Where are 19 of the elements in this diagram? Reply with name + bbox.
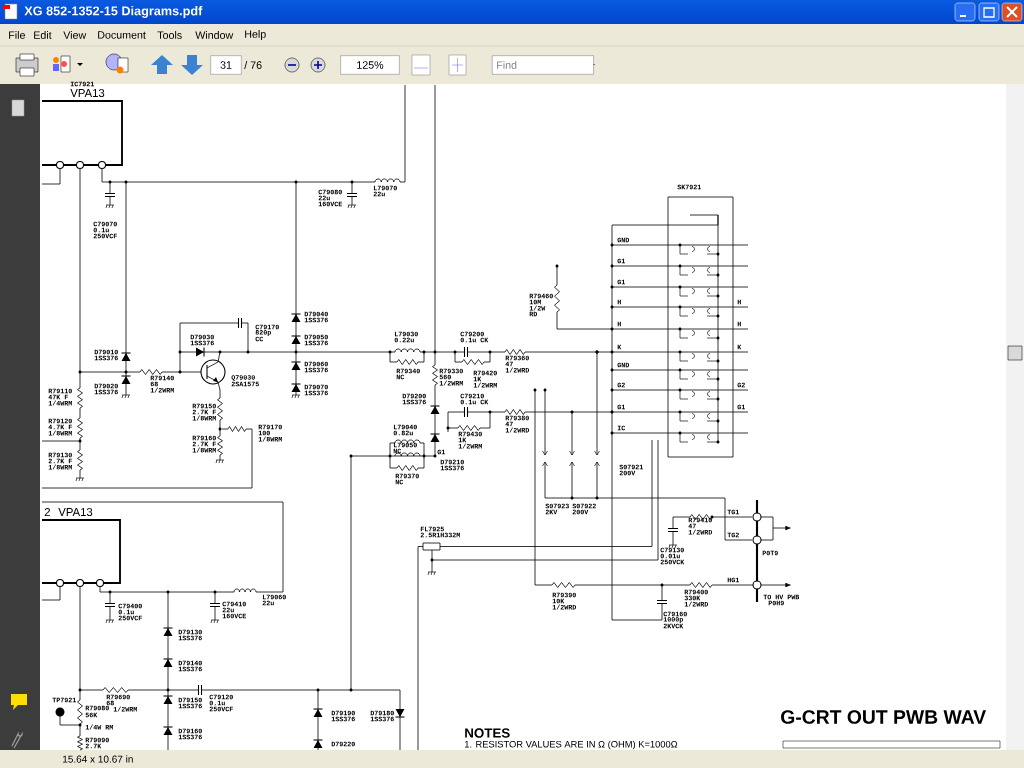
page-number-field: 31 [210, 55, 242, 75]
search-field: Find [492, 55, 594, 75]
menu-item: Edit [34, 31, 52, 39]
page-count-text: / 76 [244, 61, 262, 69]
notes-heading: NOTES [465, 728, 510, 738]
page-heading: G-CRT OUT PWB WAV [781, 710, 986, 724]
window-title: XG 852-1352-15 Diagrams.pdf [24, 6, 203, 18]
note-text: 1. RESISTOR VALUES ARE IN Ω (OHM) K=1000Ω [465, 740, 678, 750]
menu-item: File [9, 31, 25, 39]
menu-item: Help [245, 30, 266, 40]
status-text: 15.64 x 10.67 in [63, 755, 133, 763]
ic-label: VPA13 [70, 89, 105, 97]
zoom-field: 125% [340, 55, 400, 75]
menu-item: Tools [157, 31, 182, 39]
menu-item: View [63, 31, 87, 39]
ic-label: VPA13 [58, 508, 93, 516]
ic-label: 2 [44, 508, 50, 516]
menu-item: Document [98, 31, 146, 39]
menu-item: Window [195, 31, 234, 39]
